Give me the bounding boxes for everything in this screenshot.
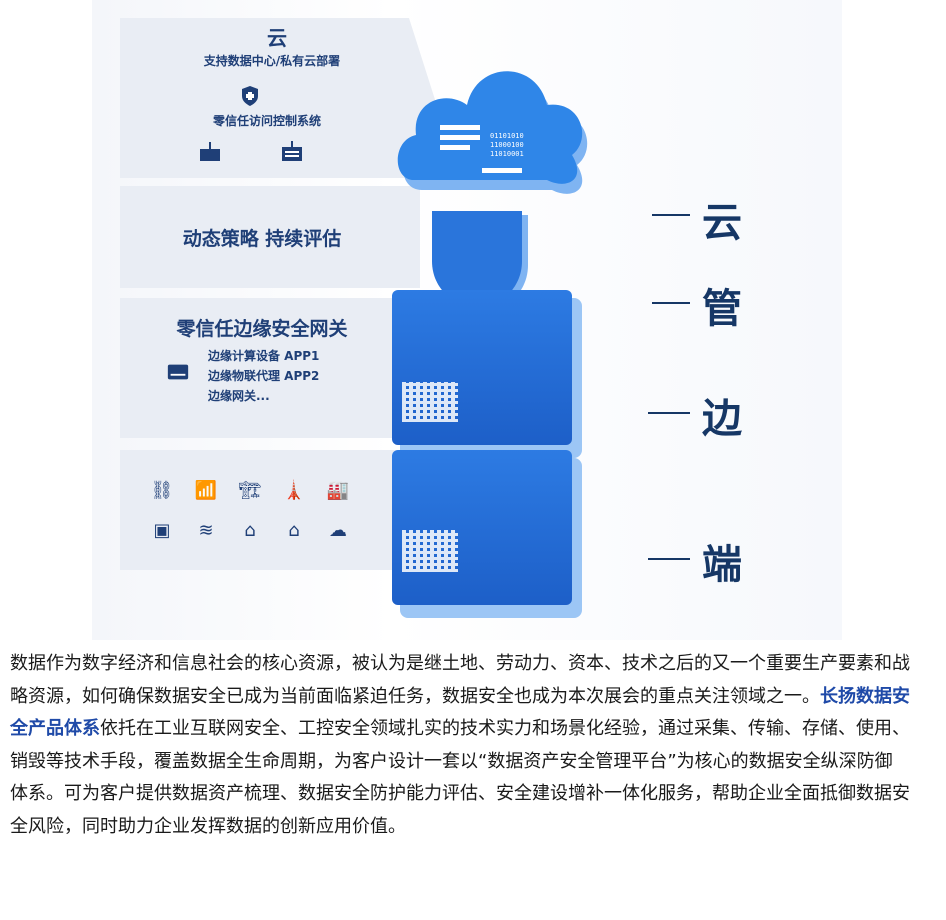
chip-icon: ▣: [153, 519, 171, 541]
cloud-band-title: 云: [267, 26, 287, 50]
router-icon: 📶: [194, 479, 218, 501]
body-paragraph: 数据作为数字经济和信息社会的核心资源，被认为是继土地、劳动力、资本、技术之后的又…: [10, 648, 910, 843]
paragraph-part-1: 数据作为数字经济和信息社会的核心资源，被认为是继土地、劳动力、资本、技术之后的又…: [10, 653, 910, 707]
edge-line-1: 边缘计算设备 APP1: [208, 349, 320, 363]
edge-cube: [392, 290, 582, 460]
gateway-device-icon: [198, 140, 222, 164]
terminal-icons-row-2: ▣ ≋ ⌂ ⌂ ☁: [150, 518, 350, 542]
cloud-band-caption: 零信任访问控制系统: [212, 114, 321, 128]
crane-icon: 🏗: [238, 479, 262, 501]
label-end: 端: [702, 542, 742, 588]
pipe-leader-line: [652, 302, 690, 304]
wind-icon: ≋: [198, 519, 214, 541]
binary-line-2: 11000100: [490, 141, 524, 149]
label-pipe: 管: [702, 286, 742, 332]
terminal-icons-row-1: ⛓ 📶 🏗 🗼 🏭: [150, 478, 350, 502]
policy-band-title: 动态策略 持续评估: [182, 228, 342, 250]
tower-icon: 🗼: [282, 479, 306, 501]
paragraph-highlight: 长扬数据安全产品体系: [10, 685, 910, 740]
pipeline-icon: ⛓: [150, 479, 174, 501]
terminal-cube: [392, 450, 582, 620]
binary-line-1: 01101010: [490, 132, 524, 140]
edge-band-title: 零信任边缘安全网关: [176, 318, 348, 340]
paragraph-part-2: 依托在工业互联网安全、工控安全领域扎实的技术实力和场景化经验，通过采集、传输、存…: [10, 718, 910, 837]
label-cloud: 云: [702, 200, 742, 246]
edge-leader-line: [648, 412, 690, 414]
terminal-band: [120, 450, 410, 570]
binary-line-3: 11010001: [490, 150, 524, 158]
edge-line-3: 边缘网关...: [208, 389, 270, 403]
shield-icon: [238, 84, 262, 108]
cloud-rain-icon: ☁: [329, 519, 347, 541]
cloud-binary-text: 01101010 11000100 11010001: [490, 132, 524, 159]
edge-device-icon: [166, 360, 190, 384]
edge-line-2: 边缘物联代理 APP2: [208, 369, 320, 383]
cloud-leader-line: [652, 214, 690, 216]
factory-icon: 🏭: [326, 479, 350, 501]
cloud-band-subtitle: 支持数据中心/私有云部署: [203, 54, 341, 68]
label-edge: 边: [702, 396, 742, 442]
architecture-figure: 云 支持数据中心/私有云部署 零信任访问控制系统 动态策略 持续评估 零信任边缘…: [92, 0, 842, 640]
server-device-icon: [280, 140, 304, 164]
end-leader-line: [648, 558, 690, 560]
cloud-graphic: [392, 40, 602, 210]
policy-band: [120, 186, 420, 288]
edge-band-lines: 边缘计算设备 APP1 边缘物联代理 APP2 边缘网关...: [208, 346, 319, 406]
workshop-icon: ⌂: [288, 519, 300, 541]
plant-icon: ⌂: [244, 519, 256, 541]
